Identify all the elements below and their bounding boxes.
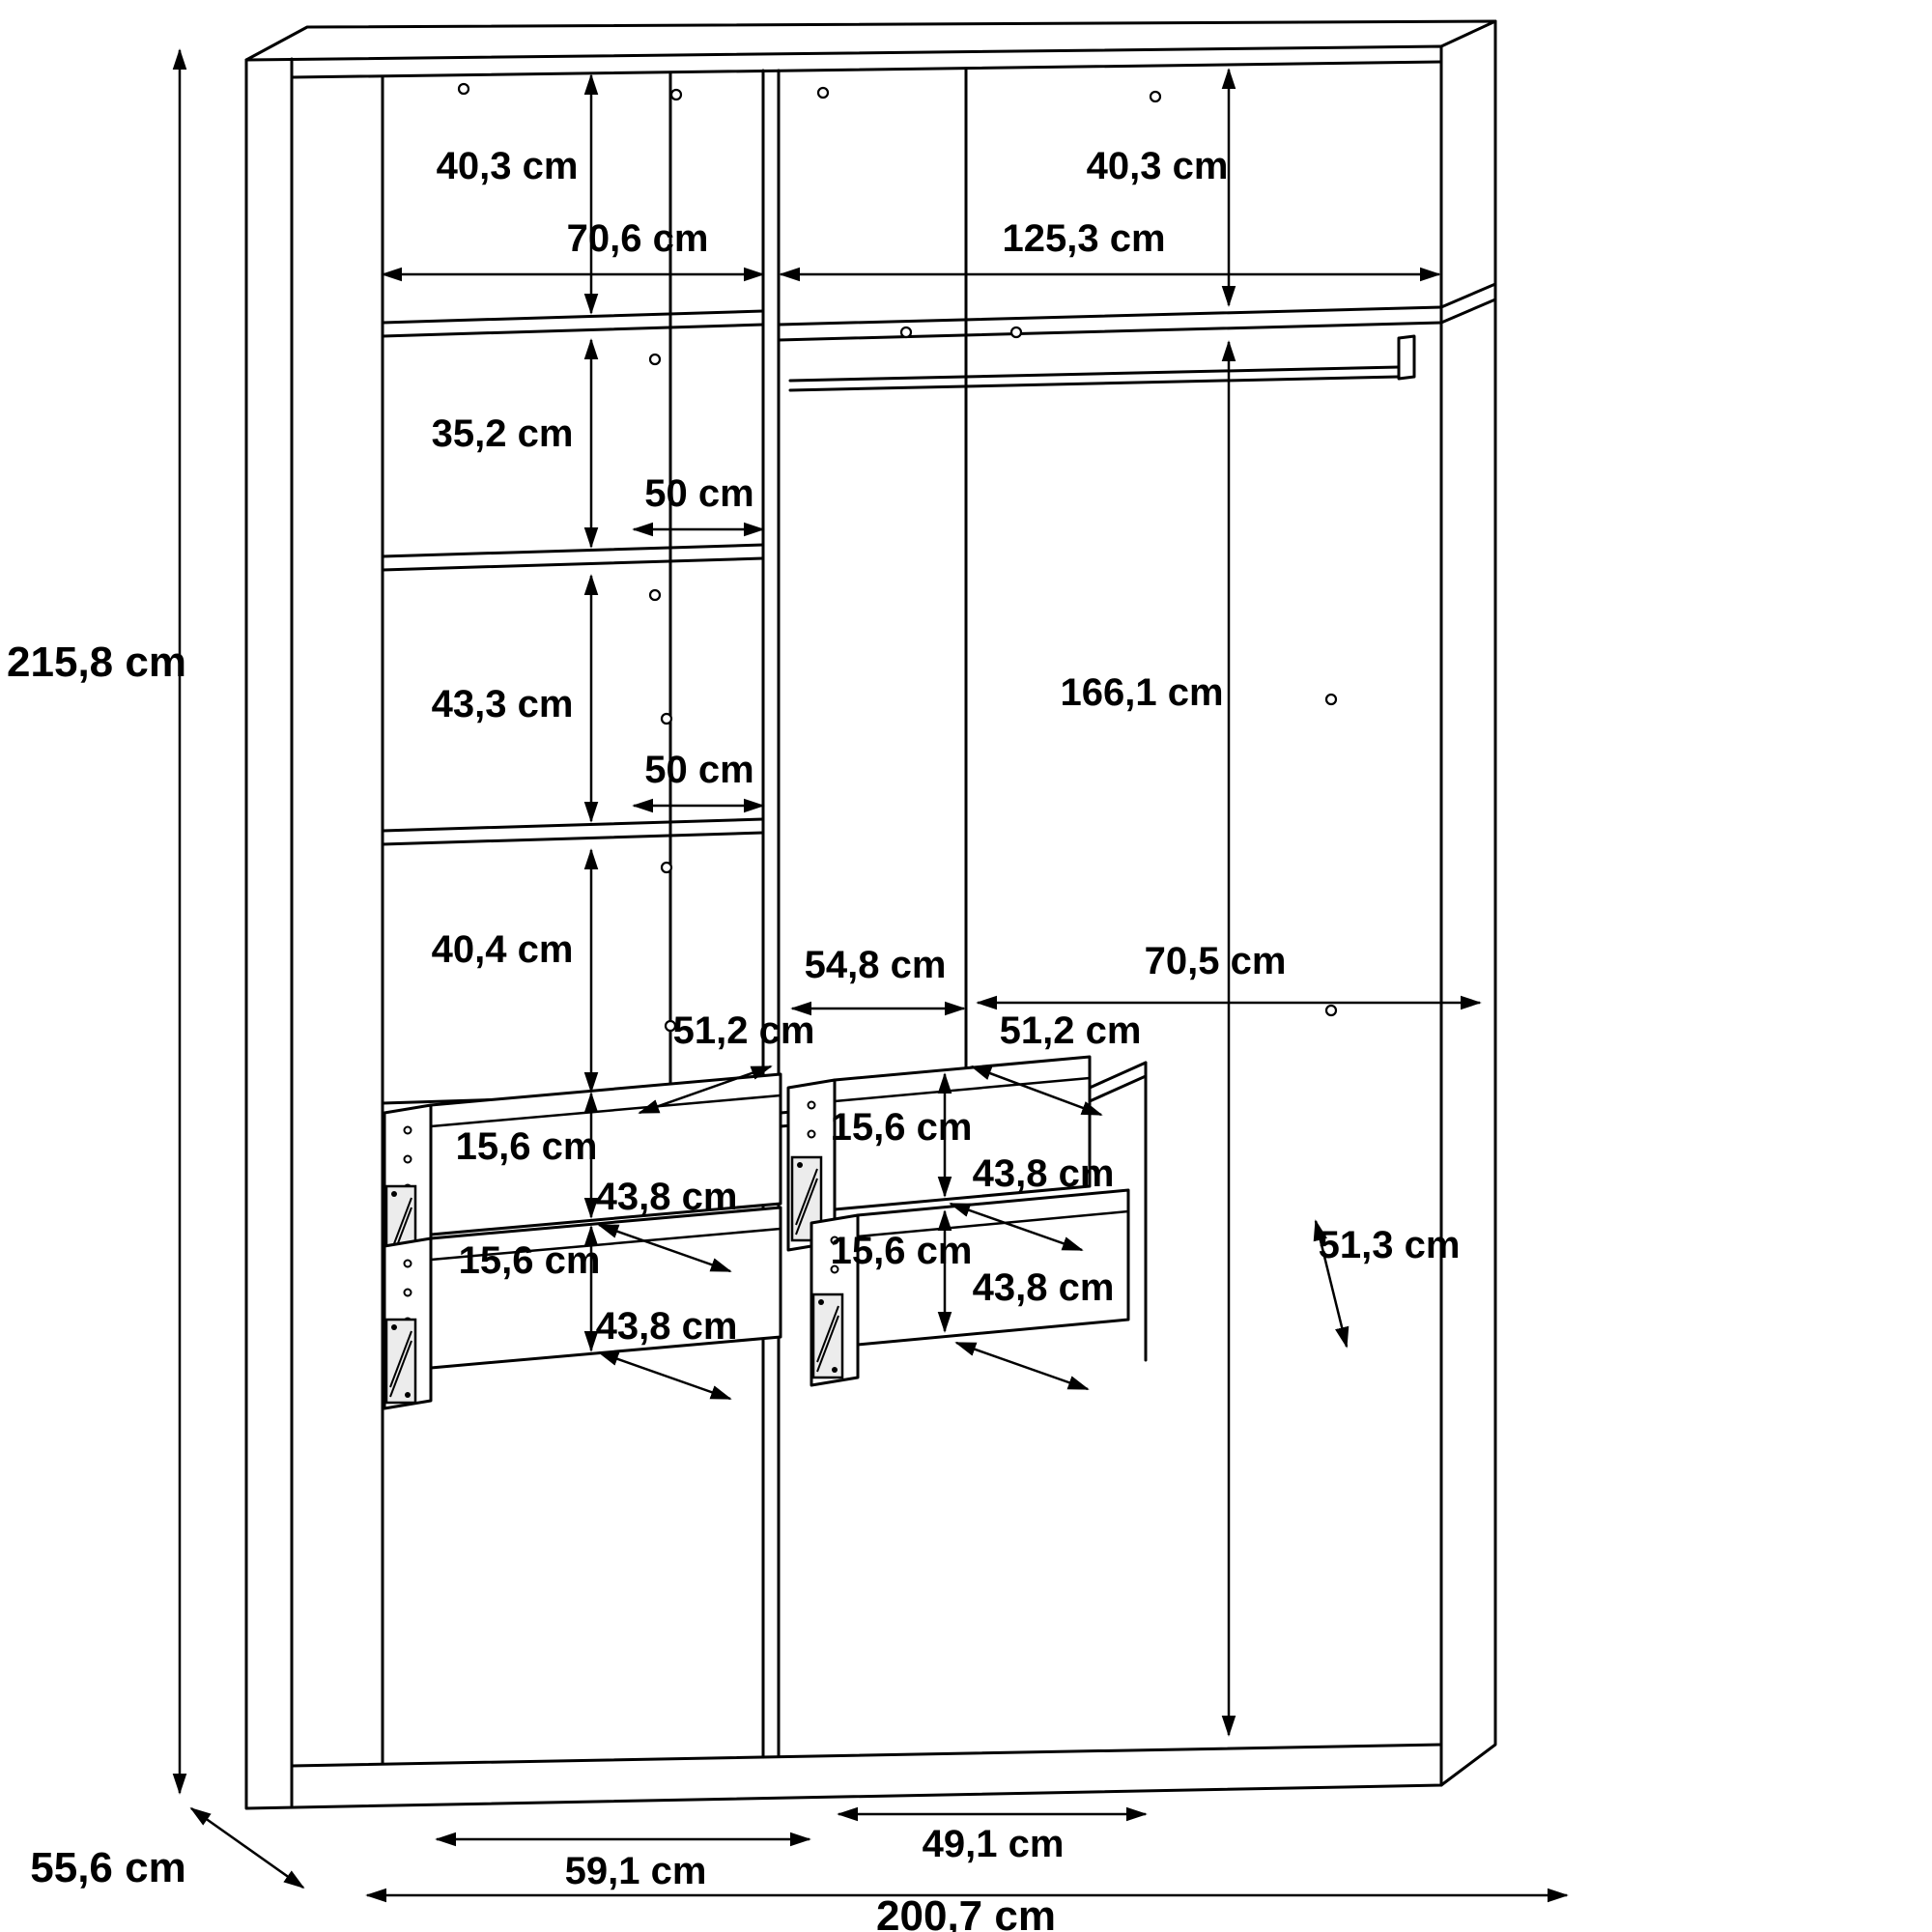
arrow-drawer-rl-depth (954, 1341, 1090, 1391)
dim-right-hanging-height: 166,1 cm (1060, 671, 1223, 714)
dim-left-shelf-depth: 51,2 cm (673, 1009, 815, 1052)
dim-right-top: 40,3 cm (1087, 145, 1229, 187)
dim-shelf-lower: 50 cm (644, 749, 753, 791)
dim-left-section-2: 35,2 cm (432, 412, 574, 455)
dim-depth: 55,6 cm (30, 1844, 185, 1891)
dim-left-top: 40,3 cm (437, 145, 579, 187)
dim-right-inner-width: 70,5 cm (1145, 940, 1287, 982)
cabinet (244, 19, 1497, 1810)
arrow-left-shelf-depth (638, 1065, 773, 1115)
rod-bracket (1397, 334, 1416, 381)
dimension-labels: 215,8 cm 55,6 cm 200,7 cm 40,3 cm 40,3 c… (7, 145, 1460, 1932)
interior-floor (290, 1743, 1443, 1768)
dim-drawer-ll-height: 15,6 cm (459, 1239, 601, 1282)
drawer-slide-rail (384, 1318, 417, 1405)
dim-drawer-ru-height: 15,6 cm (831, 1106, 973, 1149)
dimension-arrows (172, 48, 1569, 1903)
dim-drawer-lu-depth: 43,8 cm (596, 1176, 738, 1218)
dim-drawer-rl-depth: 43,8 cm (973, 1266, 1115, 1309)
right-top-shelf (777, 282, 1497, 342)
arrow-drawer-lu-depth (597, 1223, 732, 1273)
arrow-depth (189, 1806, 305, 1889)
interior-ceiling (290, 60, 1443, 79)
dim-overall-width: 200,7 cm (876, 1892, 1056, 1932)
dim-right-width: 125,3 cm (1002, 217, 1165, 260)
dim-left-section-4: 40,4 cm (432, 928, 574, 971)
dim-right-shelf-depth: 51,2 cm (1000, 1009, 1142, 1052)
dim-left-section-3: 43,3 cm (432, 683, 574, 725)
shelf-pin-holes (457, 82, 1338, 1033)
arrow-drawer-ll-depth (597, 1350, 732, 1401)
center-divider (761, 69, 781, 1759)
dim-drawer-ru-depth: 43,8 cm (973, 1152, 1115, 1195)
dim-right-bottom-depth: 51,3 cm (1319, 1224, 1461, 1266)
cabinet-right-panel (1439, 19, 1497, 1787)
left-shelf-1 (381, 309, 765, 338)
cabinet-top-panel (244, 19, 1497, 62)
arrow-drawer-ru-depth (949, 1202, 1084, 1252)
dim-mid-width: 54,8 cm (805, 944, 947, 986)
arrow-right-bottom-depth (1313, 1219, 1350, 1349)
dim-drawer-ll-depth: 43,8 cm (596, 1305, 738, 1348)
dim-drawer-rl-height: 15,6 cm (831, 1230, 973, 1272)
dim-left-width: 70,6 cm (567, 217, 709, 260)
dim-shelf-upper: 50 cm (644, 472, 753, 515)
drawers (383, 1055, 1130, 1410)
drawer-left-upper (383, 1072, 782, 1277)
left-shelf-2 (381, 543, 765, 572)
dim-drawer-left-width: 59,1 cm (565, 1850, 707, 1892)
dim-drawer-lu-height: 15,6 cm (456, 1125, 598, 1168)
left-shelf-3 (381, 817, 765, 846)
dim-drawer-right-width: 49,1 cm (923, 1823, 1065, 1865)
dim-overall-height: 215,8 cm (7, 639, 186, 686)
drawer-slide-rail (811, 1293, 844, 1379)
arrow-right-shelf-depth (970, 1065, 1103, 1117)
hanging-rod (788, 334, 1416, 392)
